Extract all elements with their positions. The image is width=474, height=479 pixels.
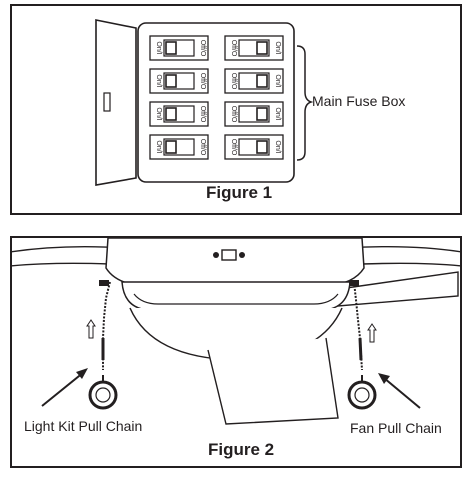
fan-icon [354,387,370,403]
breaker-switch: Off/O On/I [224,35,284,61]
breaker-label-b: On/I [274,140,281,153]
breaker-label-b: Off/O [199,73,206,90]
breaker-label-a: On/I [155,74,162,87]
breaker-switch: On/I Off/O [149,35,209,61]
ceiling-fan-drawing [12,238,460,425]
breaker-label-a: On/I [155,140,162,153]
breaker-label-b: On/I [274,107,281,120]
chain-mount-right [349,280,359,286]
figure-1-caption: Figure 1 [206,183,273,202]
switch-screw-left [213,252,219,258]
fuse-box-door [95,19,137,186]
fan-blade-front [207,337,339,425]
breaker-toggle [256,140,268,154]
up-arrow-left [86,319,96,339]
door-latch [103,92,111,112]
light-kit-pull-chain-label: Light Kit Pull Chain [24,418,143,434]
breaker-label-a: Off/O [230,106,237,123]
breaker-toggle [256,74,268,88]
fan-pull-fob [347,380,377,410]
breaker-switch: Off/O On/I [224,68,284,94]
pointer-right-line [383,377,421,409]
breaker-toggle [165,41,177,55]
figure-2-panel: Light Kit Pull Chain Fan Pull Chain Figu… [10,236,462,468]
reverse-switch [221,249,237,261]
light-bowl-rim [121,281,351,311]
breaker-switch: On/I Off/O [149,134,209,160]
breaker-switch: Off/O On/I [224,101,284,127]
main-fuse-box-label: Main Fuse Box [312,93,406,109]
light-bowl-inner-rim [133,293,339,305]
breaker-toggle [165,107,177,121]
breaker-label-a: Off/O [230,139,237,156]
breaker-label-b: Off/O [199,40,206,57]
breaker-label-a: Off/O [230,73,237,90]
breaker-label-b: Off/O [199,139,206,156]
pointer-right-head [378,373,390,384]
breaker-switch: Off/O On/I [224,134,284,160]
bulb-icon [95,387,111,403]
fan-pull-chain-label: Fan Pull Chain [350,420,442,436]
pointer-left-head [76,368,88,379]
breaker-label-a: On/I [155,107,162,120]
pointer-left-line [41,371,85,407]
breaker-toggle [165,74,177,88]
breaker-label-a: Off/O [230,40,237,57]
breaker-switch: On/I Off/O [149,101,209,127]
breaker-toggle [256,41,268,55]
breaker-label-b: Off/O [199,106,206,123]
breaker-label-b: On/I [274,41,281,54]
switch-screw-right [239,252,245,258]
chain-pin-right [358,337,363,361]
motor-housing [105,238,365,287]
breaker-label-a: On/I [155,41,162,54]
breaker-switch: On/I Off/O [149,68,209,94]
light-kit-pull-fob [88,380,118,410]
figure-2-caption: Figure 2 [208,440,275,459]
brace [296,45,314,161]
breaker-label-b: On/I [274,74,281,87]
breaker-toggle [165,140,177,154]
up-arrow-right [367,323,377,343]
chain-mount-left [99,280,109,286]
breaker-toggle [256,107,268,121]
